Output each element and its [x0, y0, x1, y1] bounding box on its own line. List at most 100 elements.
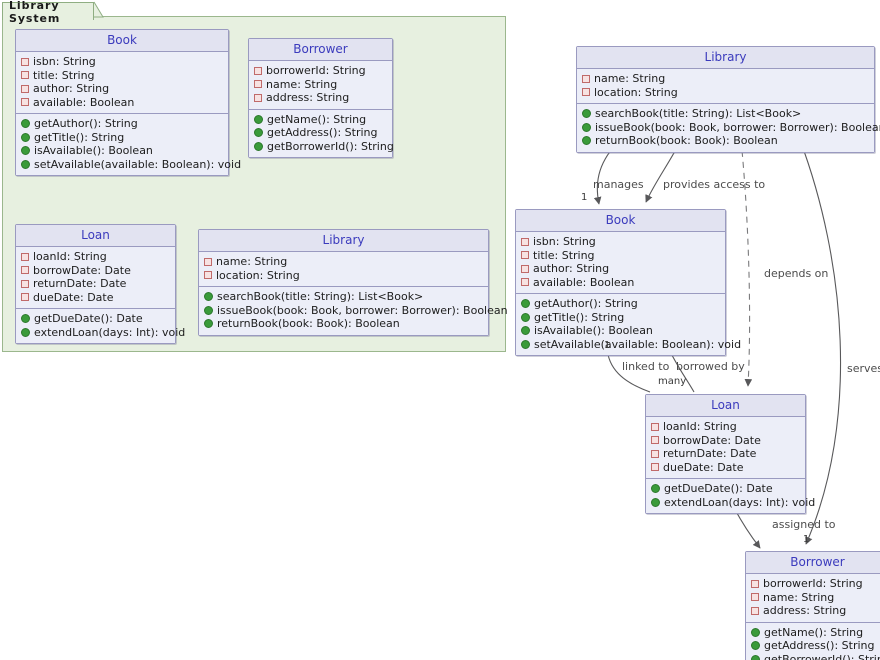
method-label: returnBook(book: Book): Boolean — [217, 317, 400, 330]
method-label: getAuthor(): String — [534, 297, 638, 310]
attribute-label: available: Boolean — [533, 275, 635, 289]
method-row: getAddress(): String — [751, 639, 880, 653]
class-box-library-main[interactable]: Library name: String location: String se… — [576, 46, 880, 153]
method-label: getAuthor(): String — [34, 117, 138, 130]
attribute-label: name: String — [266, 77, 338, 91]
private-marker-icon — [204, 257, 212, 266]
method-label: isAvailable(): Boolean — [534, 324, 653, 337]
class-title-borrower-main: Borrower — [746, 552, 880, 574]
attribute-row: available: Boolean — [521, 276, 721, 290]
private-marker-icon — [254, 80, 262, 89]
class-box-borrower-main[interactable]: Borrower borrowerId: String name: String… — [745, 551, 880, 660]
attribute-label: isbn: String — [33, 55, 96, 68]
attribute-label: loanId: String — [663, 420, 737, 433]
class-methods-borrower-main: getName(): String getAddress(): String g… — [746, 622, 880, 660]
package-name-label: Library System — [9, 0, 61, 25]
method-row: getName(): String — [751, 626, 880, 640]
method-row: getAuthor(): String — [521, 297, 721, 311]
attribute-row: isbn: String — [21, 55, 224, 69]
private-marker-icon — [751, 593, 759, 602]
attribute-label: borrowerId: String — [266, 64, 366, 77]
attribute-label: loanId: String — [33, 250, 107, 263]
method-label: isAvailable(): Boolean — [34, 144, 153, 157]
method-row: getBorrowerId(): String — [254, 140, 394, 154]
private-marker-icon — [521, 237, 529, 246]
edge-label-serves: serves — [847, 362, 880, 375]
private-marker-icon — [651, 422, 659, 431]
method-row: getTitle(): String — [521, 311, 721, 325]
method-row: returnBook(book: Book): Boolean — [582, 134, 870, 148]
class-box-book-main[interactable]: Book isbn: String title: String author: … — [515, 209, 741, 356]
public-marker-icon — [21, 159, 30, 169]
attribute-label: address: String — [763, 604, 847, 617]
method-label: getTitle(): String — [34, 130, 125, 144]
attribute-row: loanId: String — [651, 420, 801, 434]
public-marker-icon — [582, 122, 591, 132]
private-marker-icon — [21, 84, 29, 93]
attribute-row: name: String — [582, 72, 870, 86]
attribute-label: returnDate: Date — [663, 447, 757, 460]
attribute-row: dueDate: Date — [21, 291, 171, 305]
class-methods-library: searchBook(title: String): List<Book> is… — [199, 287, 508, 335]
class-methods-loan-main: getDueDate(): Date extendLoan(days: Int)… — [646, 479, 815, 513]
private-marker-icon — [582, 74, 590, 83]
attribute-row: returnDate: Date — [21, 277, 171, 291]
class-box-loan-package[interactable]: Loan loanId: String borrowDate: Date ret… — [15, 224, 185, 344]
public-marker-icon — [254, 128, 263, 138]
class-box-library-package[interactable]: Library name: String location: String se… — [198, 229, 508, 336]
method-row: getName(): String — [254, 113, 388, 127]
attribute-row: available: Boolean — [21, 96, 224, 110]
public-marker-icon — [582, 136, 591, 146]
attribute-label: dueDate: Date — [663, 460, 744, 474]
attribute-label: author: String — [33, 82, 110, 95]
multiplicity-loan-many: many — [658, 376, 687, 387]
private-marker-icon — [651, 463, 659, 472]
attribute-row: borrowDate: Date — [21, 264, 171, 278]
method-label: getName(): String — [764, 625, 864, 639]
public-marker-icon — [582, 109, 591, 119]
edge-label-borrowed-by: borrowed by — [676, 360, 745, 373]
method-label: getName(): String — [267, 112, 367, 126]
method-row: searchBook(title: String): List<Book> — [204, 290, 484, 304]
public-marker-icon — [21, 146, 30, 156]
attribute-row: loanId: String — [21, 250, 171, 264]
edge-label-depends-on: depends on — [764, 267, 829, 280]
public-marker-icon — [21, 327, 30, 337]
method-row: extendLoan(days: Int): void — [21, 326, 185, 340]
edge-depends-on — [740, 139, 753, 387]
class-box-borrower-package[interactable]: Borrower borrowerId: String name: String… — [248, 38, 394, 158]
attribute-label: location: String — [594, 85, 678, 99]
public-marker-icon — [21, 314, 30, 324]
method-label: issueBook(book: Book, borrower: Borrower… — [217, 303, 508, 317]
attribute-label: author: String — [533, 262, 610, 275]
method-label: setAvailable(available: Boolean): void — [34, 157, 242, 171]
attribute-label: dueDate: Date — [33, 290, 114, 304]
public-marker-icon — [521, 339, 530, 349]
private-marker-icon — [521, 264, 529, 273]
attribute-row: author: String — [521, 262, 721, 276]
method-label: getBorrowerId(): String — [267, 139, 394, 153]
private-marker-icon — [651, 449, 659, 458]
multiplicity-book-in: 1 — [581, 192, 588, 203]
attribute-row: location: String — [204, 269, 484, 283]
public-marker-icon — [521, 326, 530, 336]
class-methods-book-main: getAuthor(): String getTitle(): String i… — [516, 294, 741, 355]
edge-label-manages: manages — [593, 178, 644, 191]
edge-label-provides-access-to: provides access to — [663, 178, 766, 191]
private-marker-icon — [751, 579, 759, 588]
method-row: getDueDate(): Date — [21, 312, 171, 326]
attribute-row: title: String — [21, 69, 224, 83]
class-box-loan-main[interactable]: Loan loanId: String borrowDate: Date ret… — [645, 394, 815, 514]
attribute-label: returnDate: Date — [33, 277, 127, 290]
attribute-label: address: String — [266, 91, 350, 104]
class-attributes-borrower: borrowerId: String name: String address:… — [249, 61, 392, 110]
class-box-book-package[interactable]: Book isbn: String title: String author: … — [15, 29, 241, 176]
attribute-label: name: String — [763, 590, 835, 604]
method-row: searchBook(title: String): List<Book> — [582, 107, 870, 121]
private-marker-icon — [582, 88, 590, 97]
private-marker-icon — [21, 279, 29, 288]
class-attributes-book: isbn: String title: String author: Strin… — [16, 52, 228, 114]
public-marker-icon — [651, 484, 660, 494]
class-attributes-library-main: name: String location: String — [577, 69, 874, 104]
public-marker-icon — [751, 641, 760, 651]
